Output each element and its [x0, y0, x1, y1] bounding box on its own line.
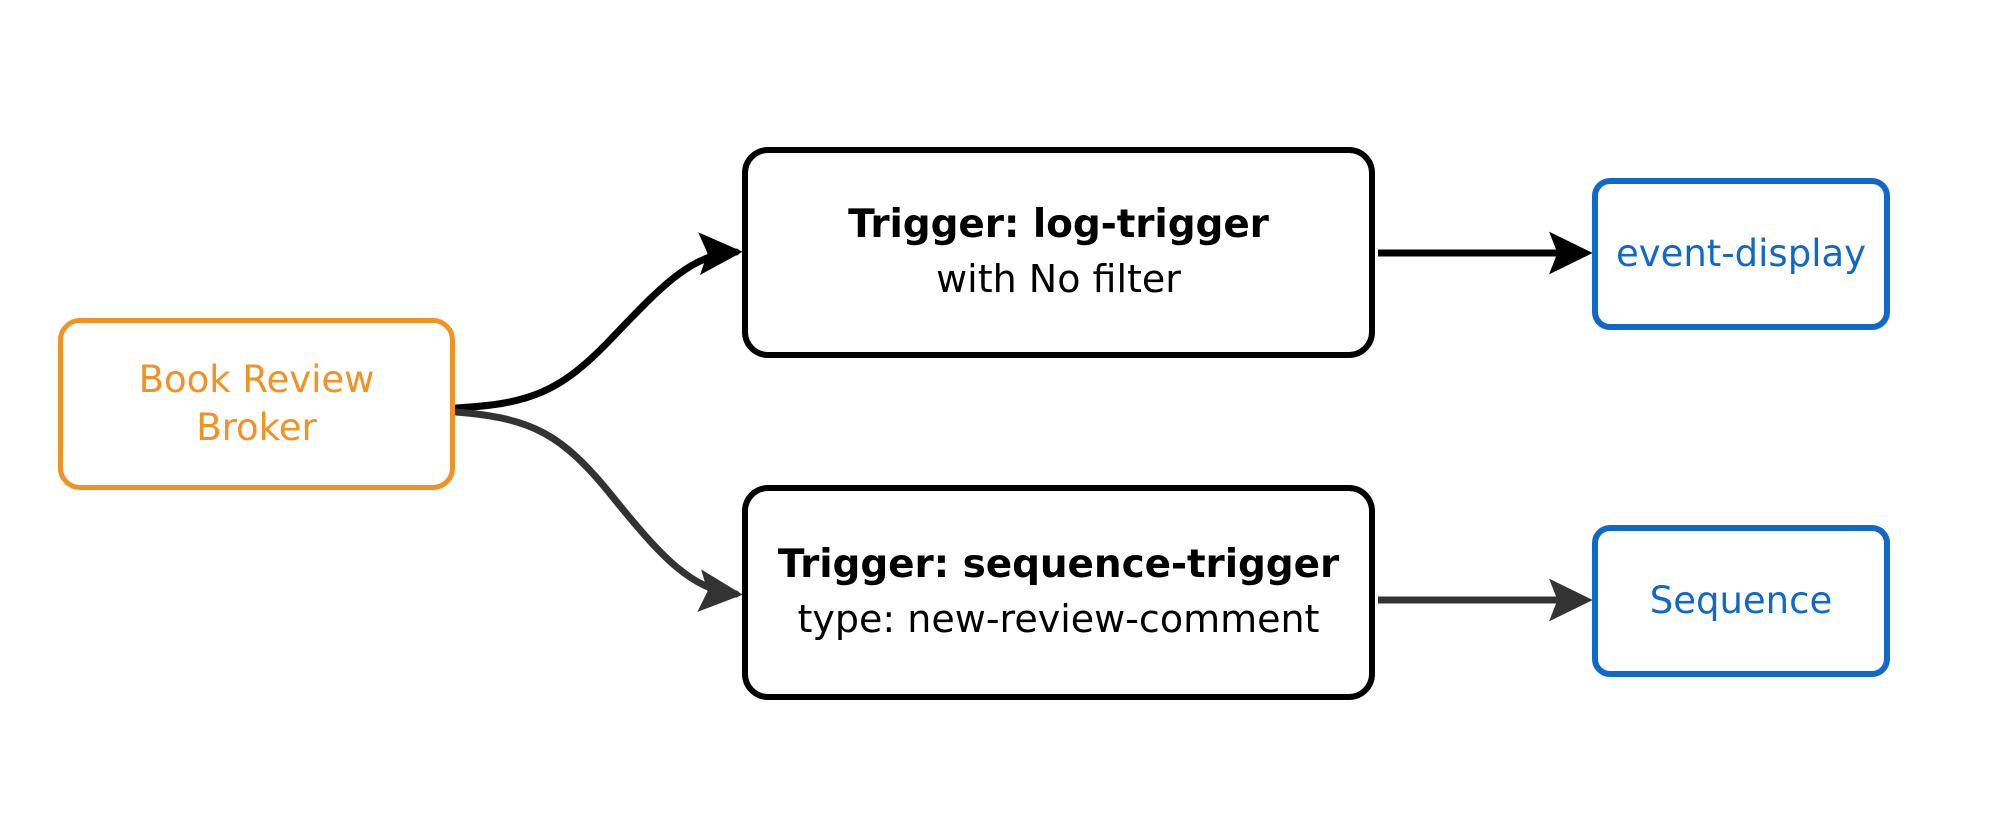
node-book-review-broker[interactable]: Book Review Broker: [58, 318, 455, 490]
node-trigger-log-trigger[interactable]: Trigger: log-trigger with No filter: [742, 147, 1375, 358]
target-label: Sequence: [1649, 578, 1833, 622]
node-trigger-sequence-trigger[interactable]: Trigger: sequence-trigger type: new-revi…: [742, 485, 1375, 700]
node-target-event-display[interactable]: event-display: [1592, 178, 1890, 330]
edge-broker-to-sequence-trigger: [452, 408, 743, 612]
broker-label-line1: Book Review: [138, 357, 375, 401]
trigger-title: Trigger: log-trigger: [848, 202, 1269, 248]
node-target-sequence[interactable]: Sequence: [1592, 525, 1890, 677]
edge-broker-to-log-trigger: [452, 232, 743, 412]
trigger-subtitle: with No filter: [936, 257, 1181, 302]
broker-label-line2: Broker: [196, 406, 317, 449]
target-label: event-display: [1615, 231, 1867, 275]
trigger-subtitle: type: new-review-comment: [797, 597, 1320, 642]
trigger-title: Trigger: sequence-trigger: [777, 542, 1340, 588]
